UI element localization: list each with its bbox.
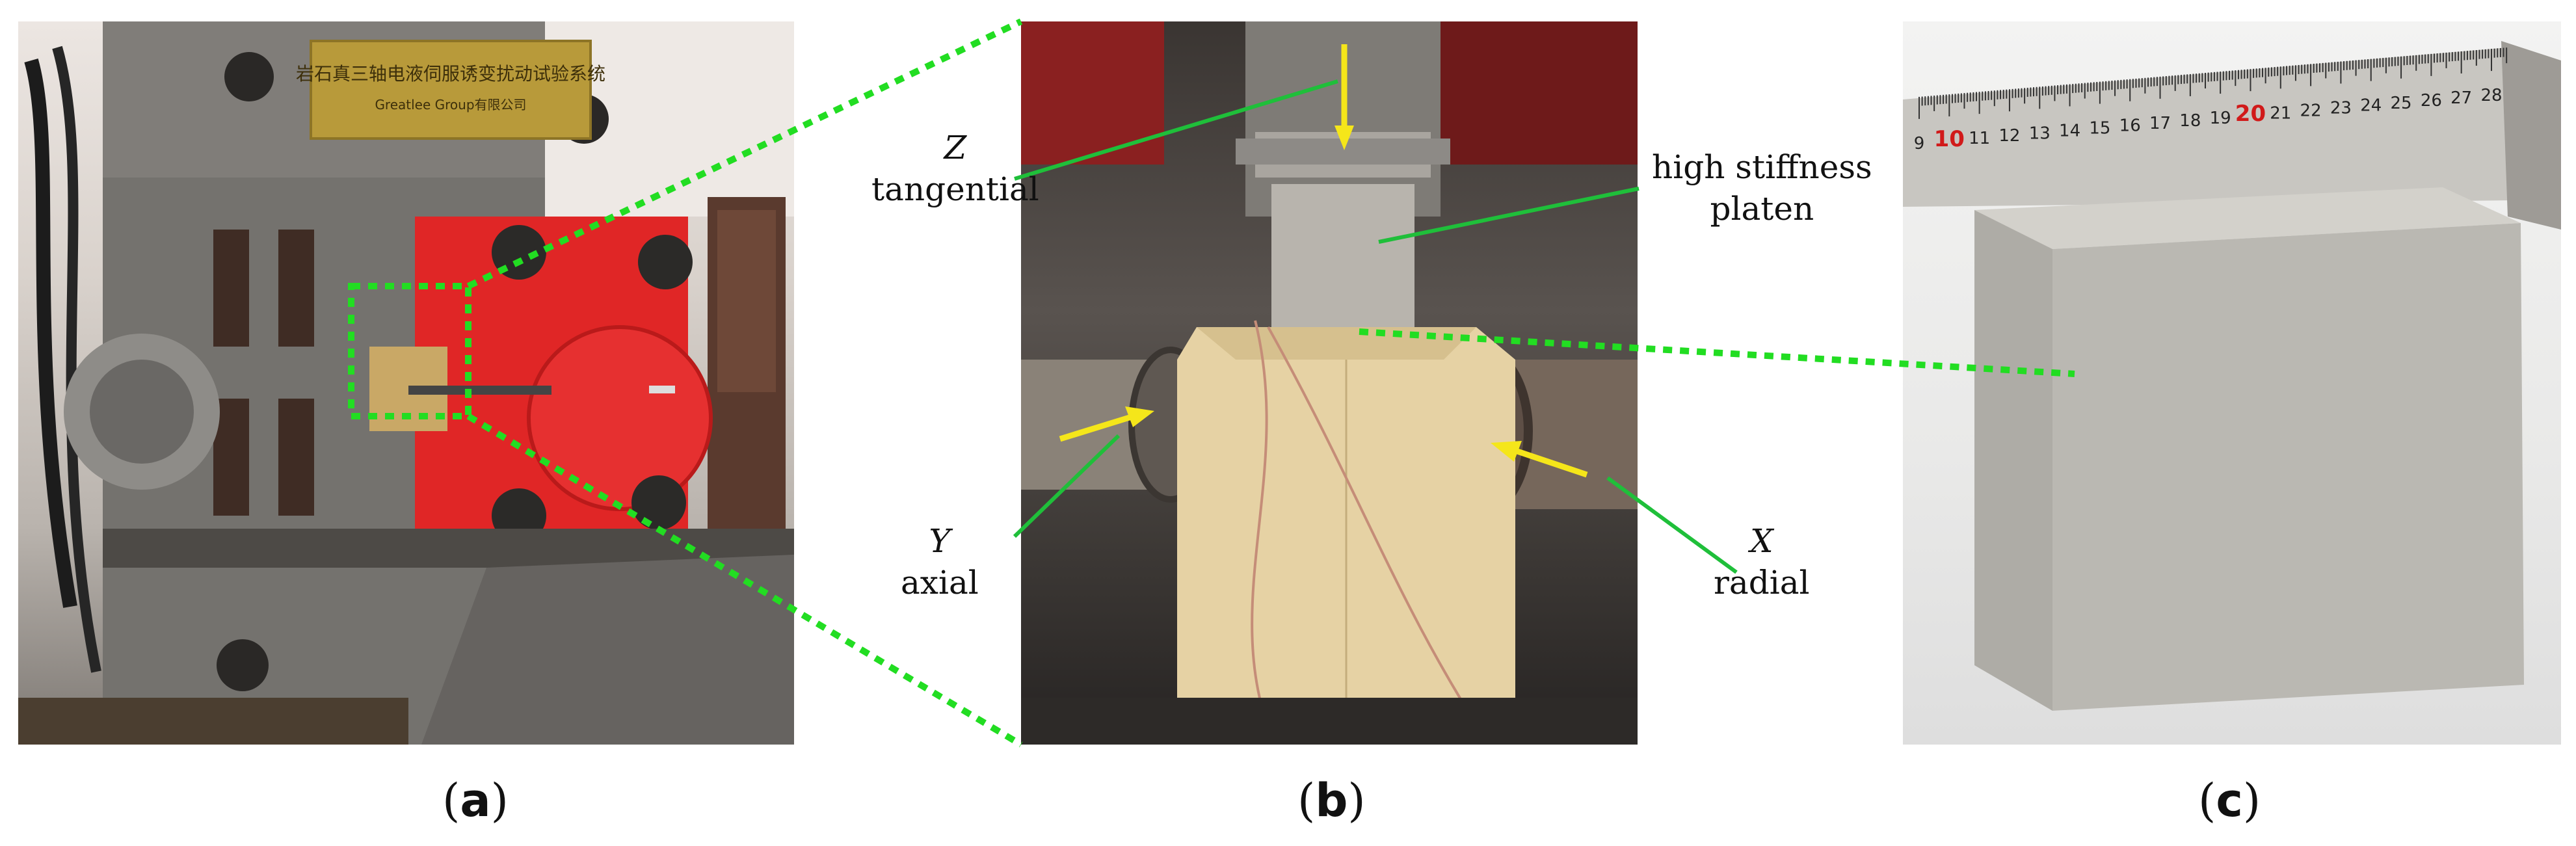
ruler-number: 17 [2149,114,2171,133]
callout-z-name: tangential [871,170,1039,208]
photo-loading-closeup [1021,21,1638,745]
panel-label-b: (b) [1297,774,1366,827]
ruler-number: 21 [2270,103,2291,123]
callout-z-axis: Z [944,129,967,166]
ruler-number: 10 [1934,126,1965,152]
callout-y: Y axial [901,520,979,603]
callout-platen-line1: high stiffness [1652,148,1872,186]
nameplate-text: 岩石真三轴电液伺服诱变扰动试验系统 [296,63,605,85]
rock-cube-side [1974,210,2052,711]
callout-platen: high stiffness platen [1652,146,1872,230]
callout-platen-line2: platen [1710,190,1814,228]
ruler-number: 15 [2089,119,2110,139]
rock-cube-front [2052,223,2524,711]
panel-label-c: (c) [2198,774,2261,827]
ruler-number: 26 [2421,91,2442,111]
ruler-number: 13 [2029,124,2051,143]
ruler-number: 14 [2059,121,2080,140]
photo-test-machine: 岩石真三轴电液伺服诱变扰动试验系统 Greatlee Group有限公司 [18,21,794,745]
load-arrow-z [1334,44,1354,150]
callout-x-axis: X [1749,522,1773,560]
load-arrow-x [1491,441,1588,478]
test-machine-illustration: 岩石真三轴电液伺服诱变扰动试验系统 Greatlee Group有限公司 [18,21,794,745]
ruler-number: 27 [2450,88,2472,108]
ruler-number: 16 [2119,116,2141,136]
rock-cube-top [1974,187,2521,249]
ruler-number: 12 [1998,126,2020,146]
loading-closeup-illustration [1021,21,1638,745]
ruler-number: 28 [2480,86,2502,105]
callout-z: Z tangential [871,127,1039,210]
nameplate-subtitle: Greatlee Group有限公司 [375,97,526,112]
ruler-number: 18 [2179,111,2201,131]
ruler-ticks [1919,47,2508,119]
ruler-number: 19 [2210,109,2231,128]
callout-y-axis: Y [929,522,951,560]
ruler-number: 11 [1969,129,1990,148]
ruler-number: 25 [2391,94,2412,113]
ruler-number: 9 [1914,134,1925,153]
ruler-number: 20 [2235,101,2266,127]
panel-label-a: (a) [442,774,509,827]
callout-x-name: radial [1714,564,1810,601]
steel-ruler [1903,47,2514,207]
callout-x: X radial [1714,520,1810,603]
ruler-number: 23 [2330,99,2352,118]
machine-nameplate [310,40,592,140]
ruler-number: 22 [2300,101,2322,120]
ruler-number: 24 [2360,96,2382,116]
callout-y-name: axial [901,564,979,601]
